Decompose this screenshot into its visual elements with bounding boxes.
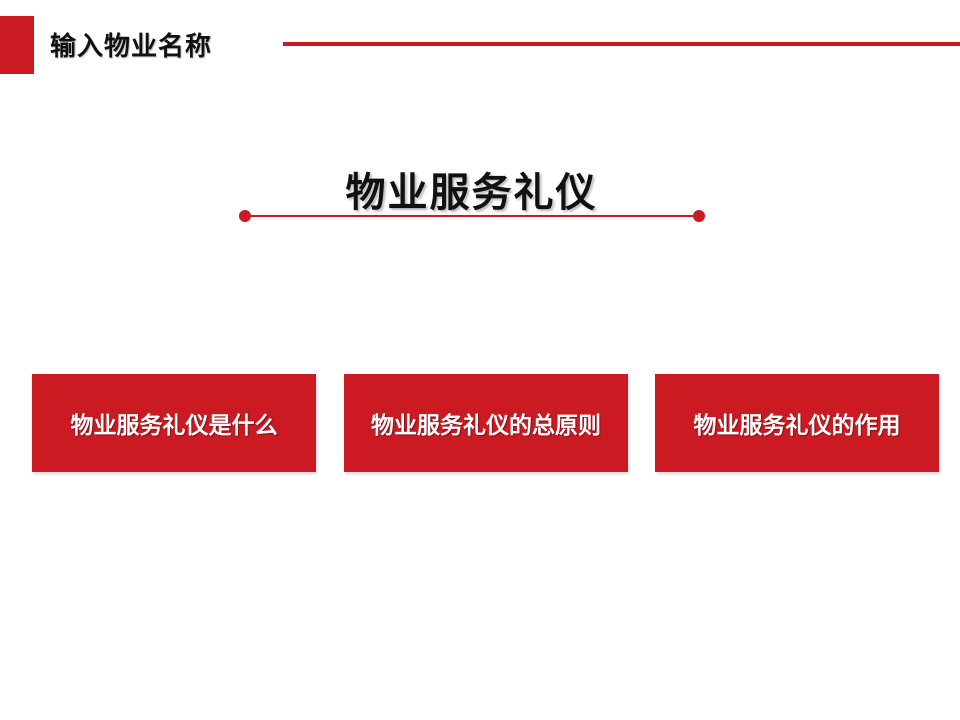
page-title: 物业服务礼仪: [345, 170, 598, 216]
header-accent-bar: [0, 16, 34, 74]
header-title: 输入物业名称: [50, 32, 213, 62]
divider-dot-left: [239, 210, 251, 222]
title-divider: [245, 215, 699, 217]
card-principles[interactable]: 物业服务礼仪的总原则: [344, 374, 628, 472]
card-functions[interactable]: 物业服务礼仪的作用: [655, 374, 939, 472]
card-label: 物业服务礼仪的作用: [693, 413, 901, 439]
card-label: 物业服务礼仪的总原则: [371, 413, 601, 439]
card-what-is[interactable]: 物业服务礼仪是什么: [32, 374, 316, 472]
divider-dot-right: [693, 210, 705, 222]
card-label: 物业服务礼仪是什么: [70, 413, 278, 439]
header-rule: [283, 42, 960, 46]
